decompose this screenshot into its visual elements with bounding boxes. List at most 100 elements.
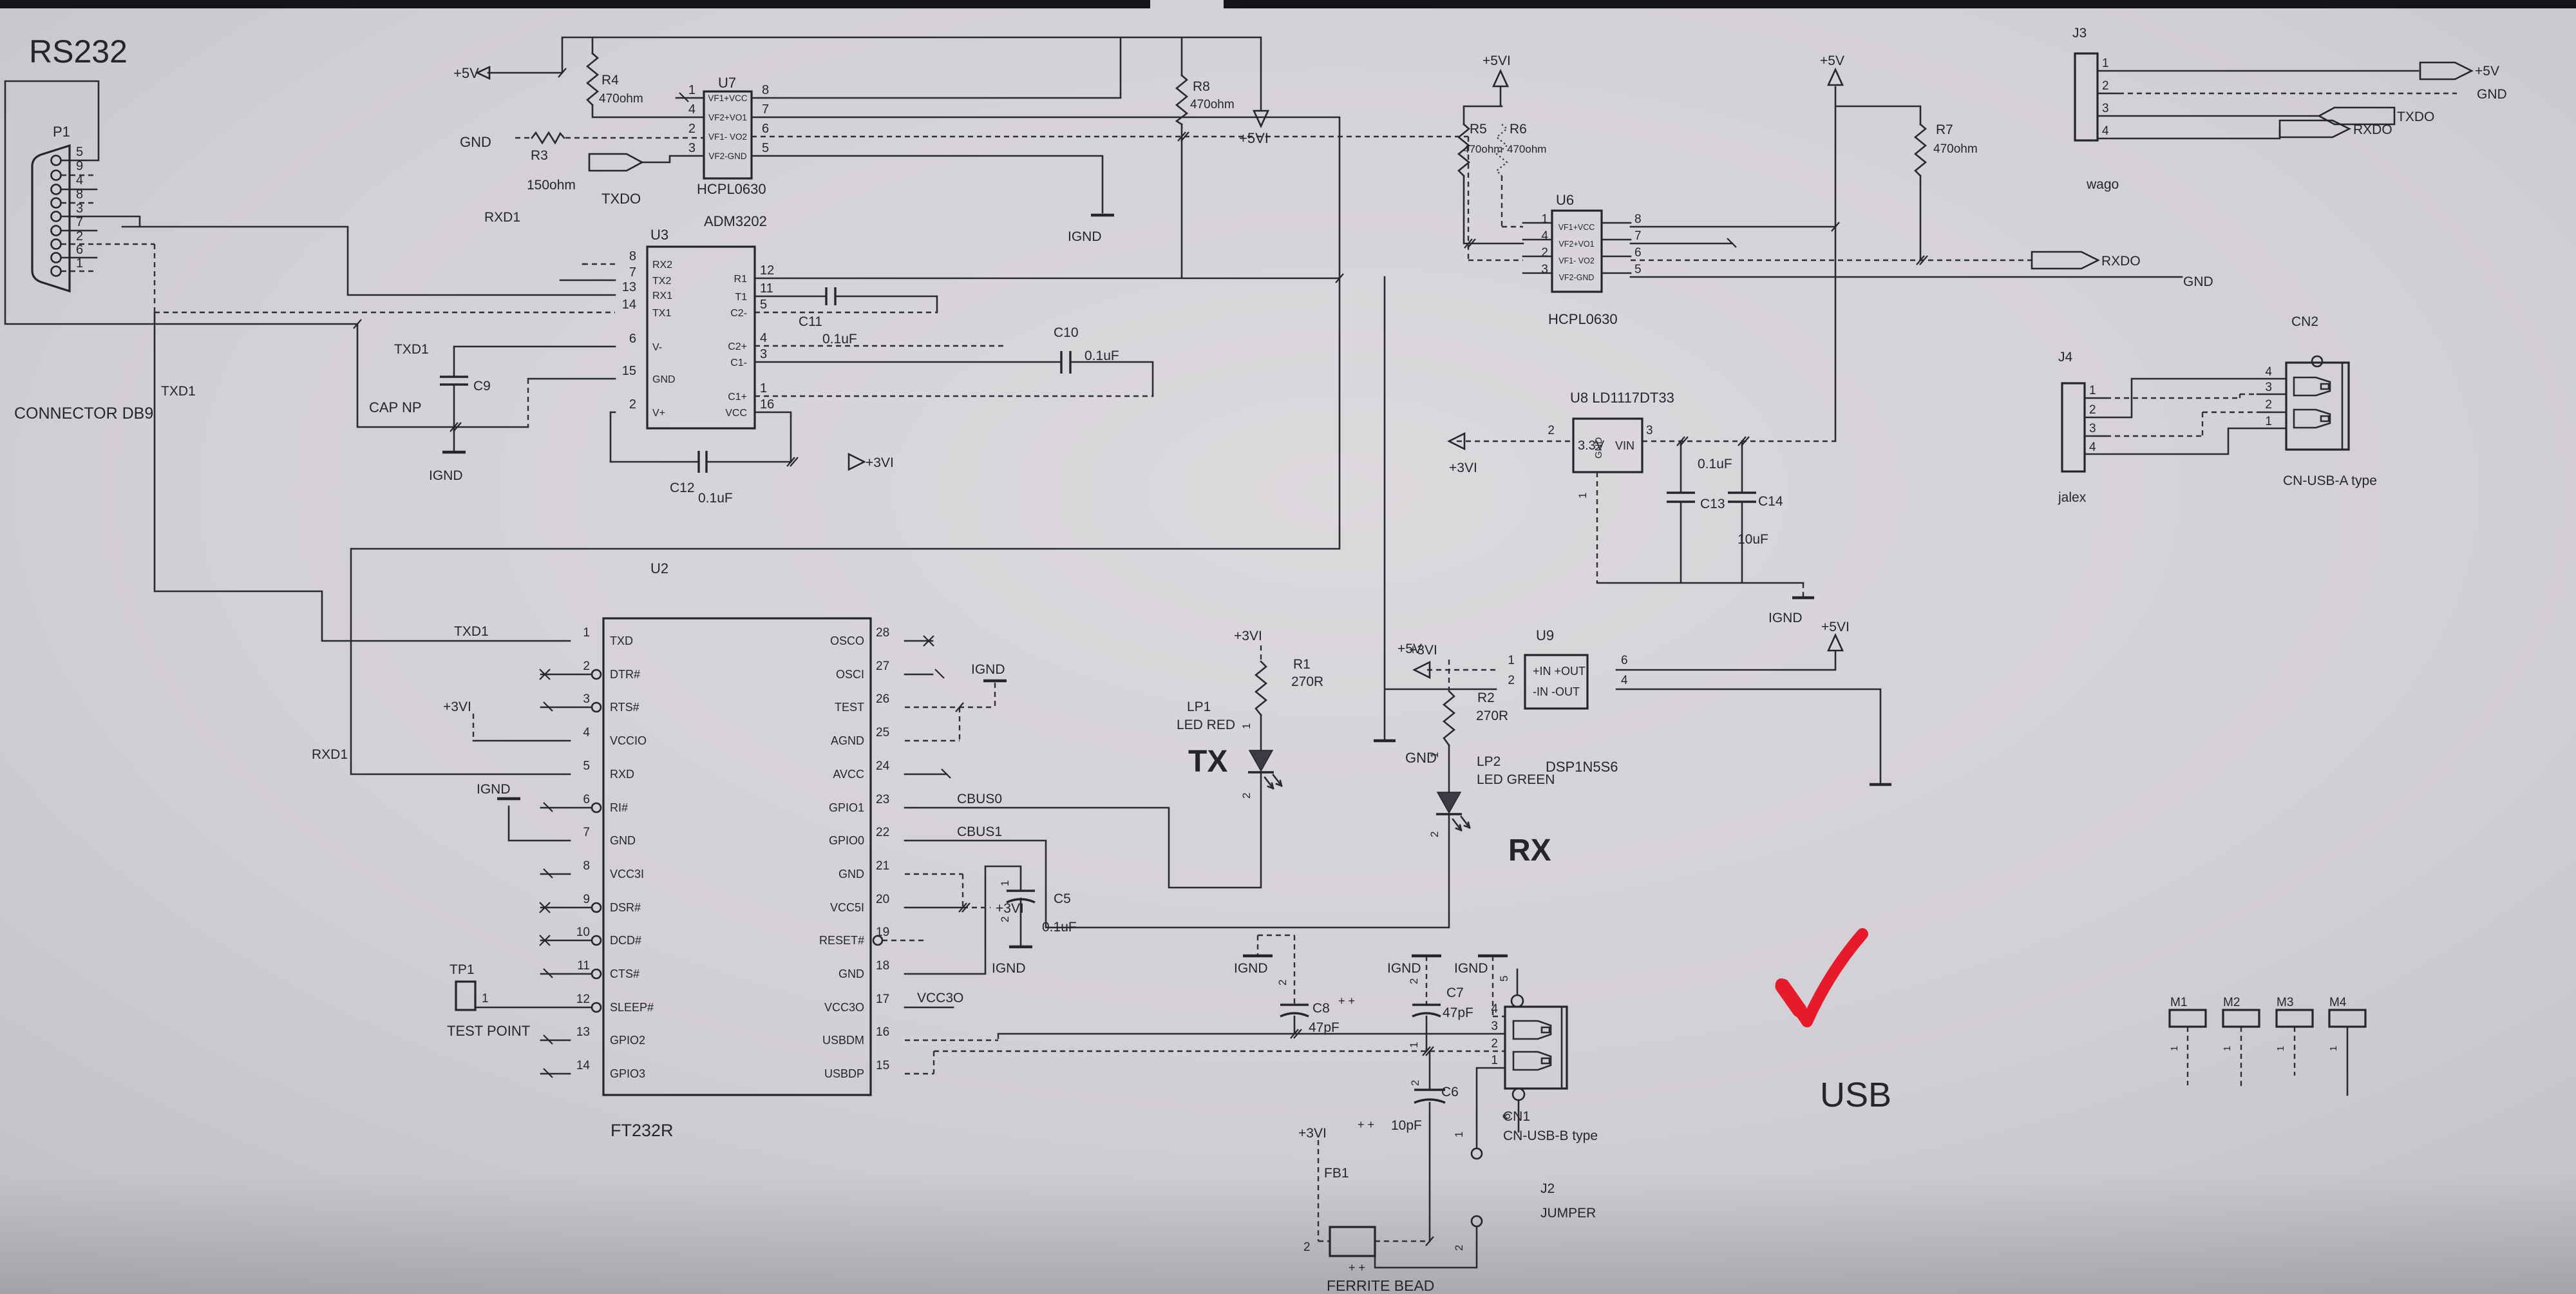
j2-type: JUMPER	[1540, 1206, 1596, 1221]
u2-pin24: 24	[876, 759, 890, 773]
u6-pin8: 8	[1634, 213, 1642, 226]
ignd-u2: IGND	[477, 782, 511, 797]
u2-pin20: 20	[876, 893, 889, 906]
gnd-a: GND	[460, 134, 491, 150]
u2-pin5: 5	[583, 759, 590, 773]
r5-zigzag	[1457, 123, 1471, 177]
r3-ref: R3	[531, 148, 548, 163]
r5-val: 470ohm	[1463, 143, 1502, 155]
c11-plates	[825, 287, 837, 305]
u2-sleep: SLEEP#	[610, 1001, 654, 1014]
r2-ref: R2	[1477, 690, 1495, 705]
m2-ref: M2	[2223, 996, 2240, 1009]
u3-ref: U3	[650, 227, 668, 243]
u3-pin11: 11	[760, 281, 773, 296]
j2-pin2-circle	[1470, 1215, 1483, 1228]
cn1-type: CN-USB-B type	[1503, 1128, 1598, 1143]
cn2-pin1: 1	[2265, 415, 2272, 428]
c6-val: 10pF	[1391, 1118, 1422, 1133]
m4-ref: M4	[2329, 996, 2347, 1009]
j3-body	[2074, 52, 2099, 142]
m1-pin: 1	[2169, 1046, 2180, 1051]
ignd-cn1: IGND	[1454, 961, 1488, 976]
u9-part: DSP1N5S6	[1546, 759, 1618, 775]
r7-zigzag	[1913, 123, 1927, 177]
u8-gnd: GND	[1593, 437, 1604, 459]
j3-type: wago	[2086, 177, 2119, 192]
db9-pin3: 3	[76, 202, 83, 216]
db9-pin2: 2	[76, 229, 83, 243]
cn1-pin2: 2	[1491, 1037, 1498, 1051]
lp2-type: LED GREEN	[1477, 772, 1555, 787]
fb1-ref: FB1	[1324, 1166, 1349, 1181]
u2-test: TEST	[835, 701, 864, 714]
lp2-p2: 2	[1428, 832, 1441, 837]
u3-vplus: V+	[652, 408, 665, 419]
u3-t1: T1	[735, 292, 747, 303]
junction-hashes	[353, 68, 1928, 1246]
u6-pin4: 4	[1541, 229, 1548, 243]
c8-p2: 2	[1276, 980, 1289, 985]
u9-row1: +IN +OUT	[1533, 665, 1586, 678]
c13-ref: C13	[1700, 497, 1725, 511]
u2-pin25: 25	[876, 726, 889, 739]
u2-agnd: AGND	[831, 734, 864, 747]
net-txd1-b: TXD1	[394, 342, 429, 357]
cn2-pin3: 3	[2265, 381, 2272, 394]
c6-pol: + +	[1358, 1118, 1374, 1131]
plus3vi-lp1: +3VI	[1234, 629, 1262, 643]
r2-zigzag	[1442, 690, 1456, 747]
u3-c2m: C2-	[730, 308, 747, 319]
c14-ref: C14	[1758, 494, 1783, 509]
u2-pin17: 17	[876, 993, 889, 1006]
j3-pin4: 4	[2102, 124, 2109, 138]
rxdo-tag-icon	[2031, 251, 2100, 270]
u3-pin1: 1	[760, 381, 767, 395]
j3-pin3: 3	[2102, 102, 2109, 115]
plus3vi-left-arrow-icon	[1447, 432, 1466, 451]
u3-r1: R1	[734, 274, 748, 285]
u2-pin7: 7	[583, 826, 590, 839]
cn1-plug-contact-1	[1512, 1020, 1552, 1040]
u2-pin26: 26	[876, 692, 889, 706]
c8-plates	[1280, 1004, 1309, 1018]
c14-plates	[1728, 491, 1756, 503]
u7-pin6: 6	[762, 122, 769, 136]
cn2-pin2: 2	[2265, 398, 2272, 412]
cn2-type: CN-USB-A type	[2283, 473, 2377, 488]
u3-pin3: 3	[760, 347, 767, 361]
ignd-u7: IGND	[1068, 229, 1102, 244]
cn2-plug-contact-1	[2293, 376, 2331, 397]
u2-gnd18: GND	[838, 967, 864, 980]
wires-dashed	[61, 92, 2457, 1242]
r6-ref: R6	[1510, 122, 1527, 137]
u6-body	[1551, 209, 1603, 293]
j2-pin1-circle	[1470, 1147, 1483, 1160]
u2-vcc5i: VCC5I	[830, 901, 864, 914]
r8-val: 470ohm	[1190, 98, 1235, 111]
u2-pin19: 19	[876, 926, 889, 939]
u2-pin12: 12	[576, 993, 590, 1006]
net-txdo-a: TXDO	[601, 191, 641, 207]
tp1-pin: 1	[482, 992, 489, 1005]
u6-pin5: 5	[1634, 263, 1642, 276]
u3-body	[646, 245, 756, 430]
u3-part: ADM3202	[704, 213, 767, 229]
net-rxdo-a: RXDO	[2101, 254, 2141, 269]
u6-row4: VF2-GND	[1559, 273, 1595, 282]
u2-pin15: 15	[876, 1059, 889, 1072]
j2-ref: J2	[1540, 1181, 1555, 1196]
u2-reset: RESET#	[819, 934, 864, 947]
db9-pin7: 7	[76, 215, 83, 229]
u9-pin4: 4	[1621, 674, 1628, 687]
c6-plates	[1414, 1089, 1446, 1104]
r1-val: 270R	[1291, 674, 1323, 689]
plus5v-u9: +5V	[1397, 642, 1422, 656]
lp2-rx: RX	[1508, 833, 1551, 868]
j2-p2: 2	[1453, 1245, 1465, 1251]
db9-pin6: 6	[76, 243, 83, 257]
j3-ref: J3	[2072, 26, 2087, 41]
u2-cts: CTS#	[610, 967, 639, 980]
u7-pin7: 7	[762, 102, 769, 117]
u2-rxd: RXD	[610, 768, 634, 781]
